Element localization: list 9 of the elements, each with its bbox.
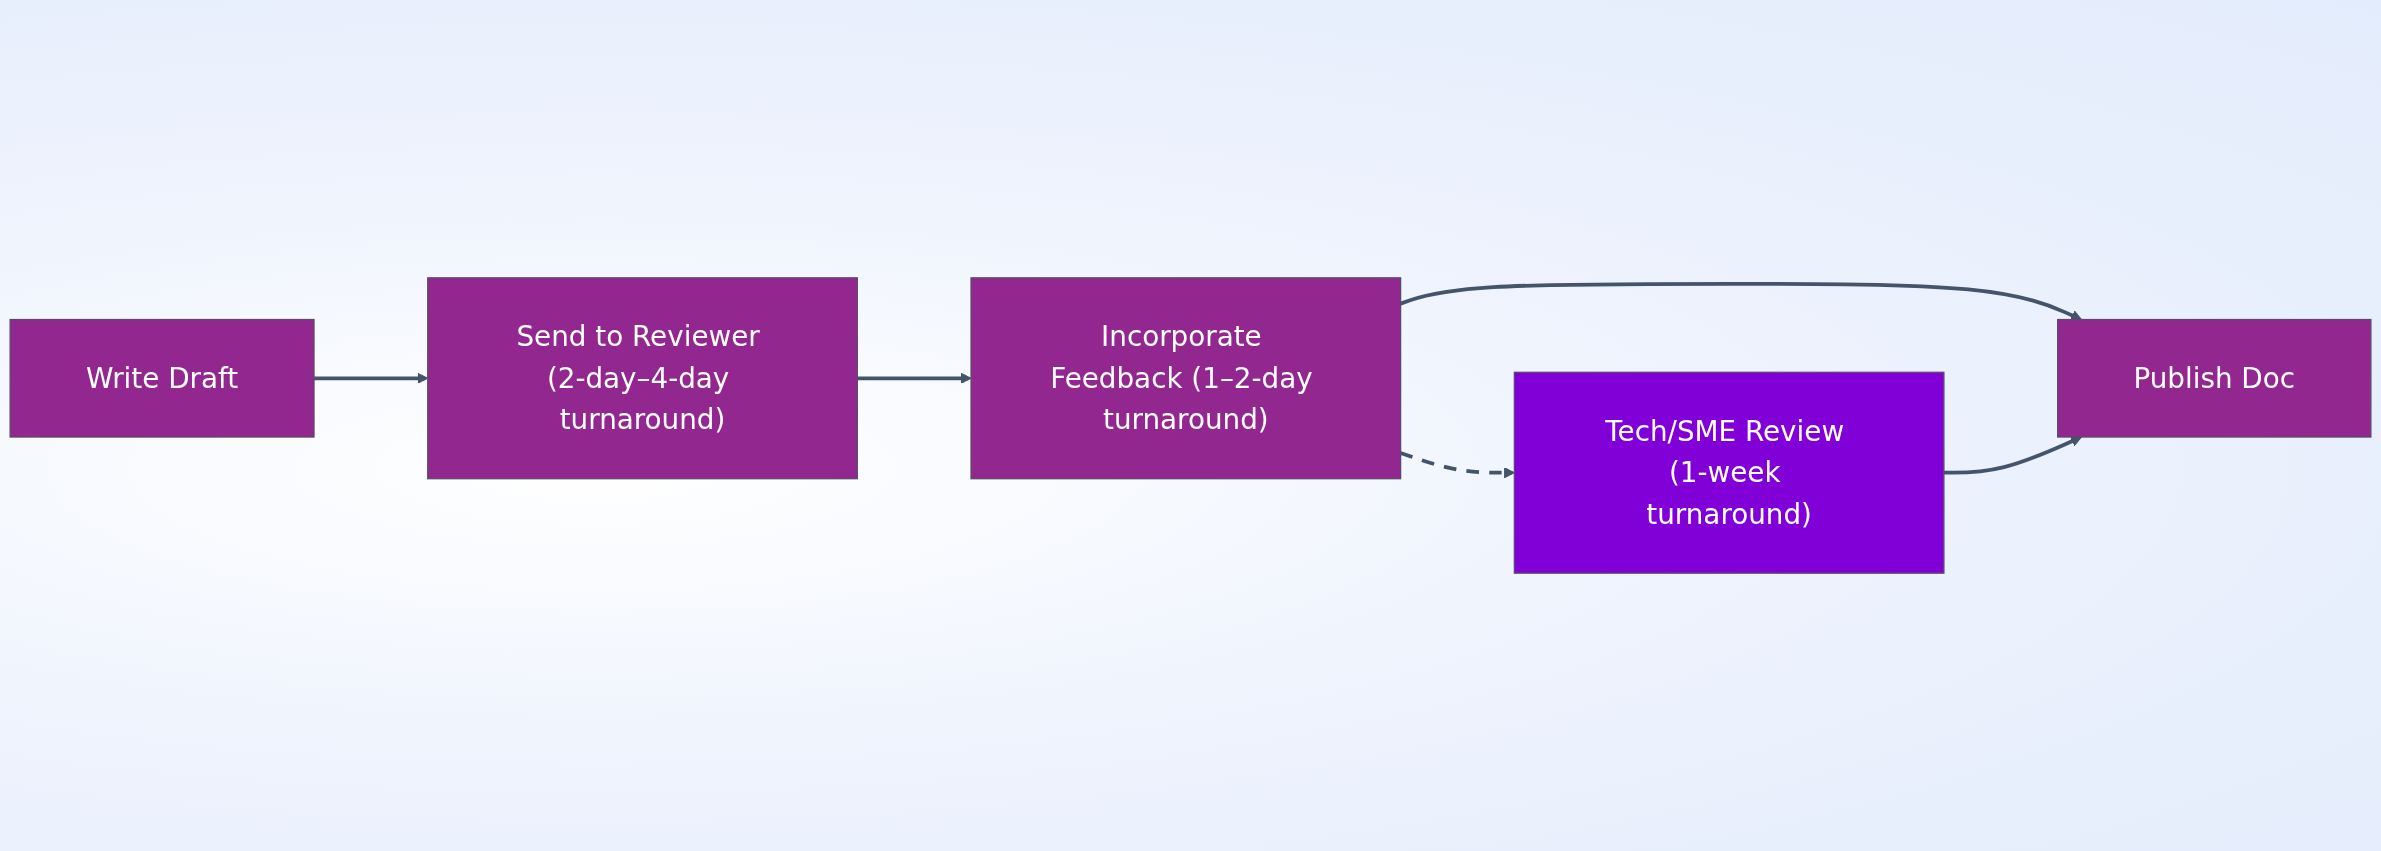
arrow (1400, 281, 2082, 321)
node-box: Incorporate Feedback (1–2-day turnaround) (970, 277, 1402, 480)
node-box: Tech/SME Review (1-week turnaround) (1513, 371, 1945, 574)
node-box: Send to Reviewer (2-day–4-day turnaround) (427, 277, 858, 480)
arrow (857, 372, 972, 384)
arrow (1400, 451, 1515, 479)
arrow (1943, 436, 2082, 475)
node-box: Write Draft (9, 318, 315, 438)
node-box: Publish Doc (2057, 318, 2372, 438)
